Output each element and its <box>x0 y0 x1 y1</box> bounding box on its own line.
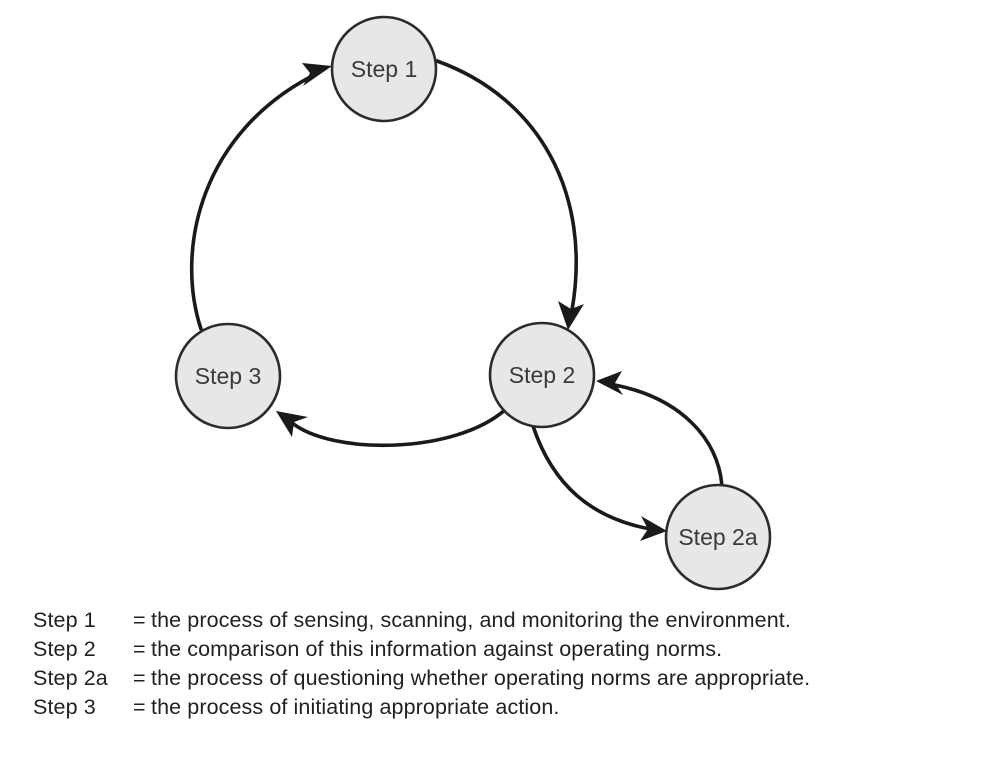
legend-key: Step 3 <box>33 695 96 719</box>
node-step1-label: Step 1 <box>351 56 418 82</box>
node-step1-circle[interactable] <box>330 15 438 123</box>
legend-description: the process of questioning whether opera… <box>151 666 811 690</box>
node-step2a-circle[interactable] <box>664 483 772 591</box>
node-step3-circle[interactable] <box>174 322 282 430</box>
node-step2[interactable]: Step 2 <box>488 321 596 429</box>
node-step1[interactable]: Step 1 <box>330 15 438 123</box>
cycle-diagram-canvas: Step 1 Step 2 Step 3 Step 2a <box>174 15 772 591</box>
edge-step2a-to-step2 <box>596 371 724 488</box>
node-step3[interactable]: Step 3 <box>174 322 282 430</box>
edge-step2-to-step3 <box>276 407 508 448</box>
edge-step2-to-step2a-arrowhead <box>640 516 667 541</box>
legend-key: Step 1 <box>33 608 96 632</box>
legend: Step 1 = the process of sensing, scannin… <box>33 606 973 722</box>
edge-step2a-to-step2-path <box>613 383 724 488</box>
edge-step3-to-step1-path <box>189 70 322 331</box>
edge-step2-to-step2a <box>531 424 667 541</box>
node-step2a-label: Step 2a <box>678 524 757 550</box>
edge-step3-to-step1 <box>189 63 332 331</box>
node-step2-circle[interactable] <box>488 321 596 429</box>
node-step2a[interactable]: Step 2a <box>664 483 772 591</box>
node-step2-label: Step 2 <box>509 362 576 388</box>
legend-key: Step 2 <box>33 637 96 661</box>
edge-step1-to-step2-path <box>435 59 578 312</box>
edge-step1-to-step2 <box>435 59 584 330</box>
legend-description: the comparison of this information again… <box>151 637 723 661</box>
edge-step2-to-step3-path <box>289 407 508 448</box>
node-step3-label: Step 3 <box>195 363 262 389</box>
edge-step2a-to-step2-arrowhead <box>596 371 623 395</box>
legend-equals-sign: = <box>133 666 146 690</box>
legend-description: the process of sensing, scanning, and mo… <box>151 608 791 632</box>
legend-row: Step 3 = the process of initiating appro… <box>33 693 973 722</box>
legend-key: Step 2a <box>33 666 108 690</box>
edge-step2-to-step3-arrowhead <box>276 411 308 437</box>
legend-row: Step 2 = the comparison of this informat… <box>33 635 973 664</box>
edge-step2-to-step2a-path <box>531 424 652 531</box>
legend-equals-sign: = <box>133 608 146 632</box>
edge-step3-to-step1-arrowhead <box>302 63 332 86</box>
legend-row: Step 2a = the process of questioning whe… <box>33 664 973 693</box>
edge-step1-to-step2-arrowhead <box>558 301 584 330</box>
legend-row: Step 1 = the process of sensing, scannin… <box>33 606 973 635</box>
legend-description: the process of initiating appropriate ac… <box>151 695 560 719</box>
legend-equals-sign: = <box>133 637 146 661</box>
legend-equals-sign: = <box>133 695 146 719</box>
